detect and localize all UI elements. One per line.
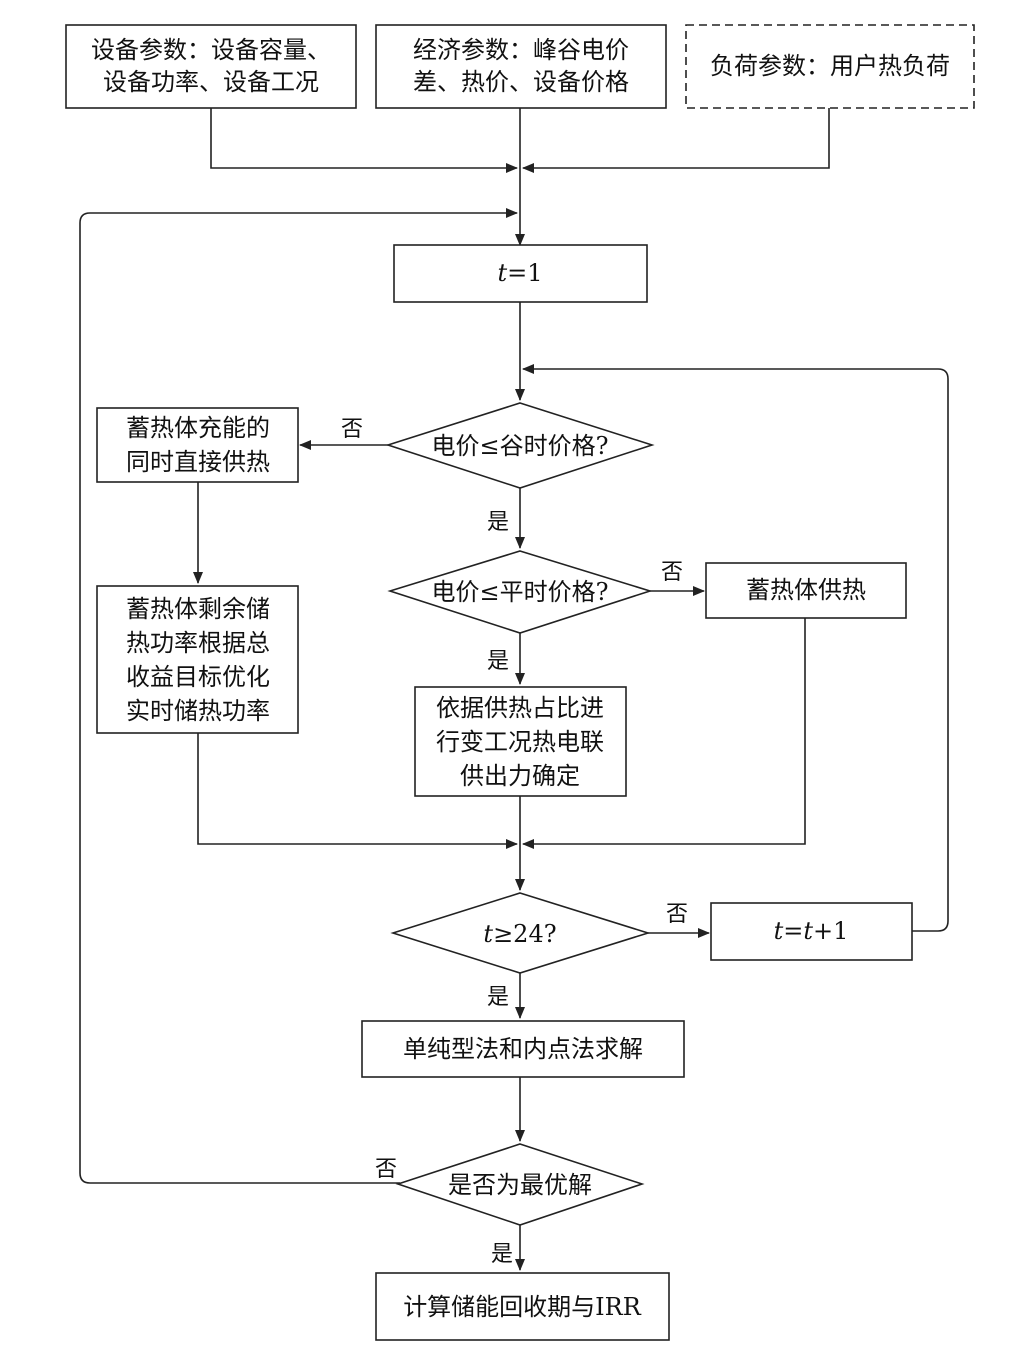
text-load-params: 负荷参数：用户热负荷 — [710, 52, 950, 80]
node-text-line: t≥24? — [483, 920, 556, 948]
text-econ-params: 经济参数：峰谷电价差、热价、设备价格 — [413, 36, 629, 96]
text-storage-opt: 蓄热体剩余储热功率根据总收益目标优化实时储热功率 — [126, 595, 270, 725]
text-chp-output: 依据供热占比进行变工况热电联供出力确定 — [436, 694, 604, 790]
node-text-line: 单纯型法和内点法求解 — [403, 1035, 643, 1063]
edge-opt-to-merge — [197, 733, 518, 849]
node-text-line: 收益目标优化 — [126, 663, 270, 691]
text-solve: 单纯型法和内点法求解 — [403, 1035, 643, 1063]
label-flat-no: 否 — [661, 560, 683, 585]
node-solve — [361, 1020, 685, 1078]
node-text-line: 蓄热体供热 — [746, 576, 866, 604]
node-text-line: t=t+1 — [774, 917, 849, 945]
text-storage-supply: 蓄热体供热 — [746, 576, 866, 604]
node-chp-output — [414, 686, 627, 797]
node-text-line: 同时直接供热 — [126, 448, 270, 476]
node-text-line: 设备参数：设备容量、 — [91, 36, 331, 64]
text-dec-t24: t≥24? — [483, 920, 556, 948]
text-t-incr: t=t+1 — [774, 917, 849, 945]
text-dec-flat: 电价≤平时价格? — [432, 578, 609, 606]
node-text-line: t=1 — [497, 259, 542, 287]
text-equip-params: 设备参数：设备容量、设备功率、设备工况 — [91, 36, 331, 96]
node-storage-supply — [705, 562, 907, 619]
node-text-line: 差、热价、设备价格 — [413, 68, 629, 96]
node-text-line: 实时储热功率 — [126, 697, 270, 725]
connectors — [79, 108, 949, 1271]
node-text-line: 蓄热体充能的 — [126, 414, 270, 442]
label-optimal-yes: 是 — [491, 1242, 513, 1267]
node-storage-opt — [96, 585, 299, 734]
node-text-line: 负荷参数：用户热负荷 — [710, 52, 950, 80]
node-texts: 设备参数：设备容量、设备功率、设备工况 经济参数：峰谷电价差、热价、设备价格 负… — [91, 36, 950, 1321]
node-dec-t24 — [390, 892, 651, 974]
node-text-line: 是否为最优解 — [448, 1171, 592, 1199]
node-text-line: 依据供热占比进 — [436, 694, 604, 722]
text-calc-result: 计算储能回收期与IRR — [403, 1293, 642, 1321]
node-text-line: 行变工况热电联 — [436, 728, 604, 756]
label-valley-no: 否 — [341, 417, 363, 442]
text-dec-valley: 电价≤谷时价格? — [432, 432, 609, 460]
edge-optimal-no-loop — [79, 208, 518, 1184]
node-text-line: 热功率根据总 — [126, 629, 270, 657]
node-load-params — [685, 24, 975, 109]
label-t24-yes: 是 — [487, 985, 509, 1010]
node-storage-charge — [96, 407, 299, 483]
node-dec-valley — [385, 402, 655, 489]
node-text-line: 供出力确定 — [460, 762, 580, 790]
node-text-line: 蓄热体剩余储 — [126, 595, 270, 623]
edge-tincr-loop — [522, 364, 949, 932]
text-dec-optimal: 是否为最优解 — [448, 1171, 592, 1199]
node-text-line: 计算储能回收期与IRR — [403, 1293, 642, 1321]
node-text-line: 设备功率、设备工况 — [103, 68, 319, 96]
edge-labels: 否 是 否 是 否 是 否 是 — [341, 417, 688, 1267]
text-t-init: t=1 — [497, 259, 542, 287]
label-flat-yes: 是 — [487, 649, 509, 674]
edge-equip-to-merge — [210, 108, 518, 173]
node-econ-params — [375, 24, 667, 109]
node-text-line: 电价≤平时价格? — [432, 578, 609, 606]
node-dec-flat — [387, 550, 653, 634]
node-t-init — [393, 244, 648, 303]
text-storage-charge: 蓄热体充能的同时直接供热 — [126, 414, 270, 476]
node-dec-optimal — [395, 1143, 645, 1226]
node-equip-params — [65, 24, 357, 109]
node-text-line: 电价≤谷时价格? — [432, 432, 609, 460]
edge-load-to-merge — [522, 108, 830, 173]
label-t24-no: 否 — [666, 902, 688, 927]
node-calc-result — [375, 1272, 670, 1341]
nodes — [65, 24, 975, 1341]
node-text-line: 经济参数：峰谷电价 — [413, 36, 629, 64]
node-t-incr — [710, 902, 913, 961]
edge-supply-to-merge — [522, 618, 806, 849]
label-optimal-no: 否 — [375, 1157, 397, 1182]
label-valley-yes: 是 — [487, 510, 509, 535]
